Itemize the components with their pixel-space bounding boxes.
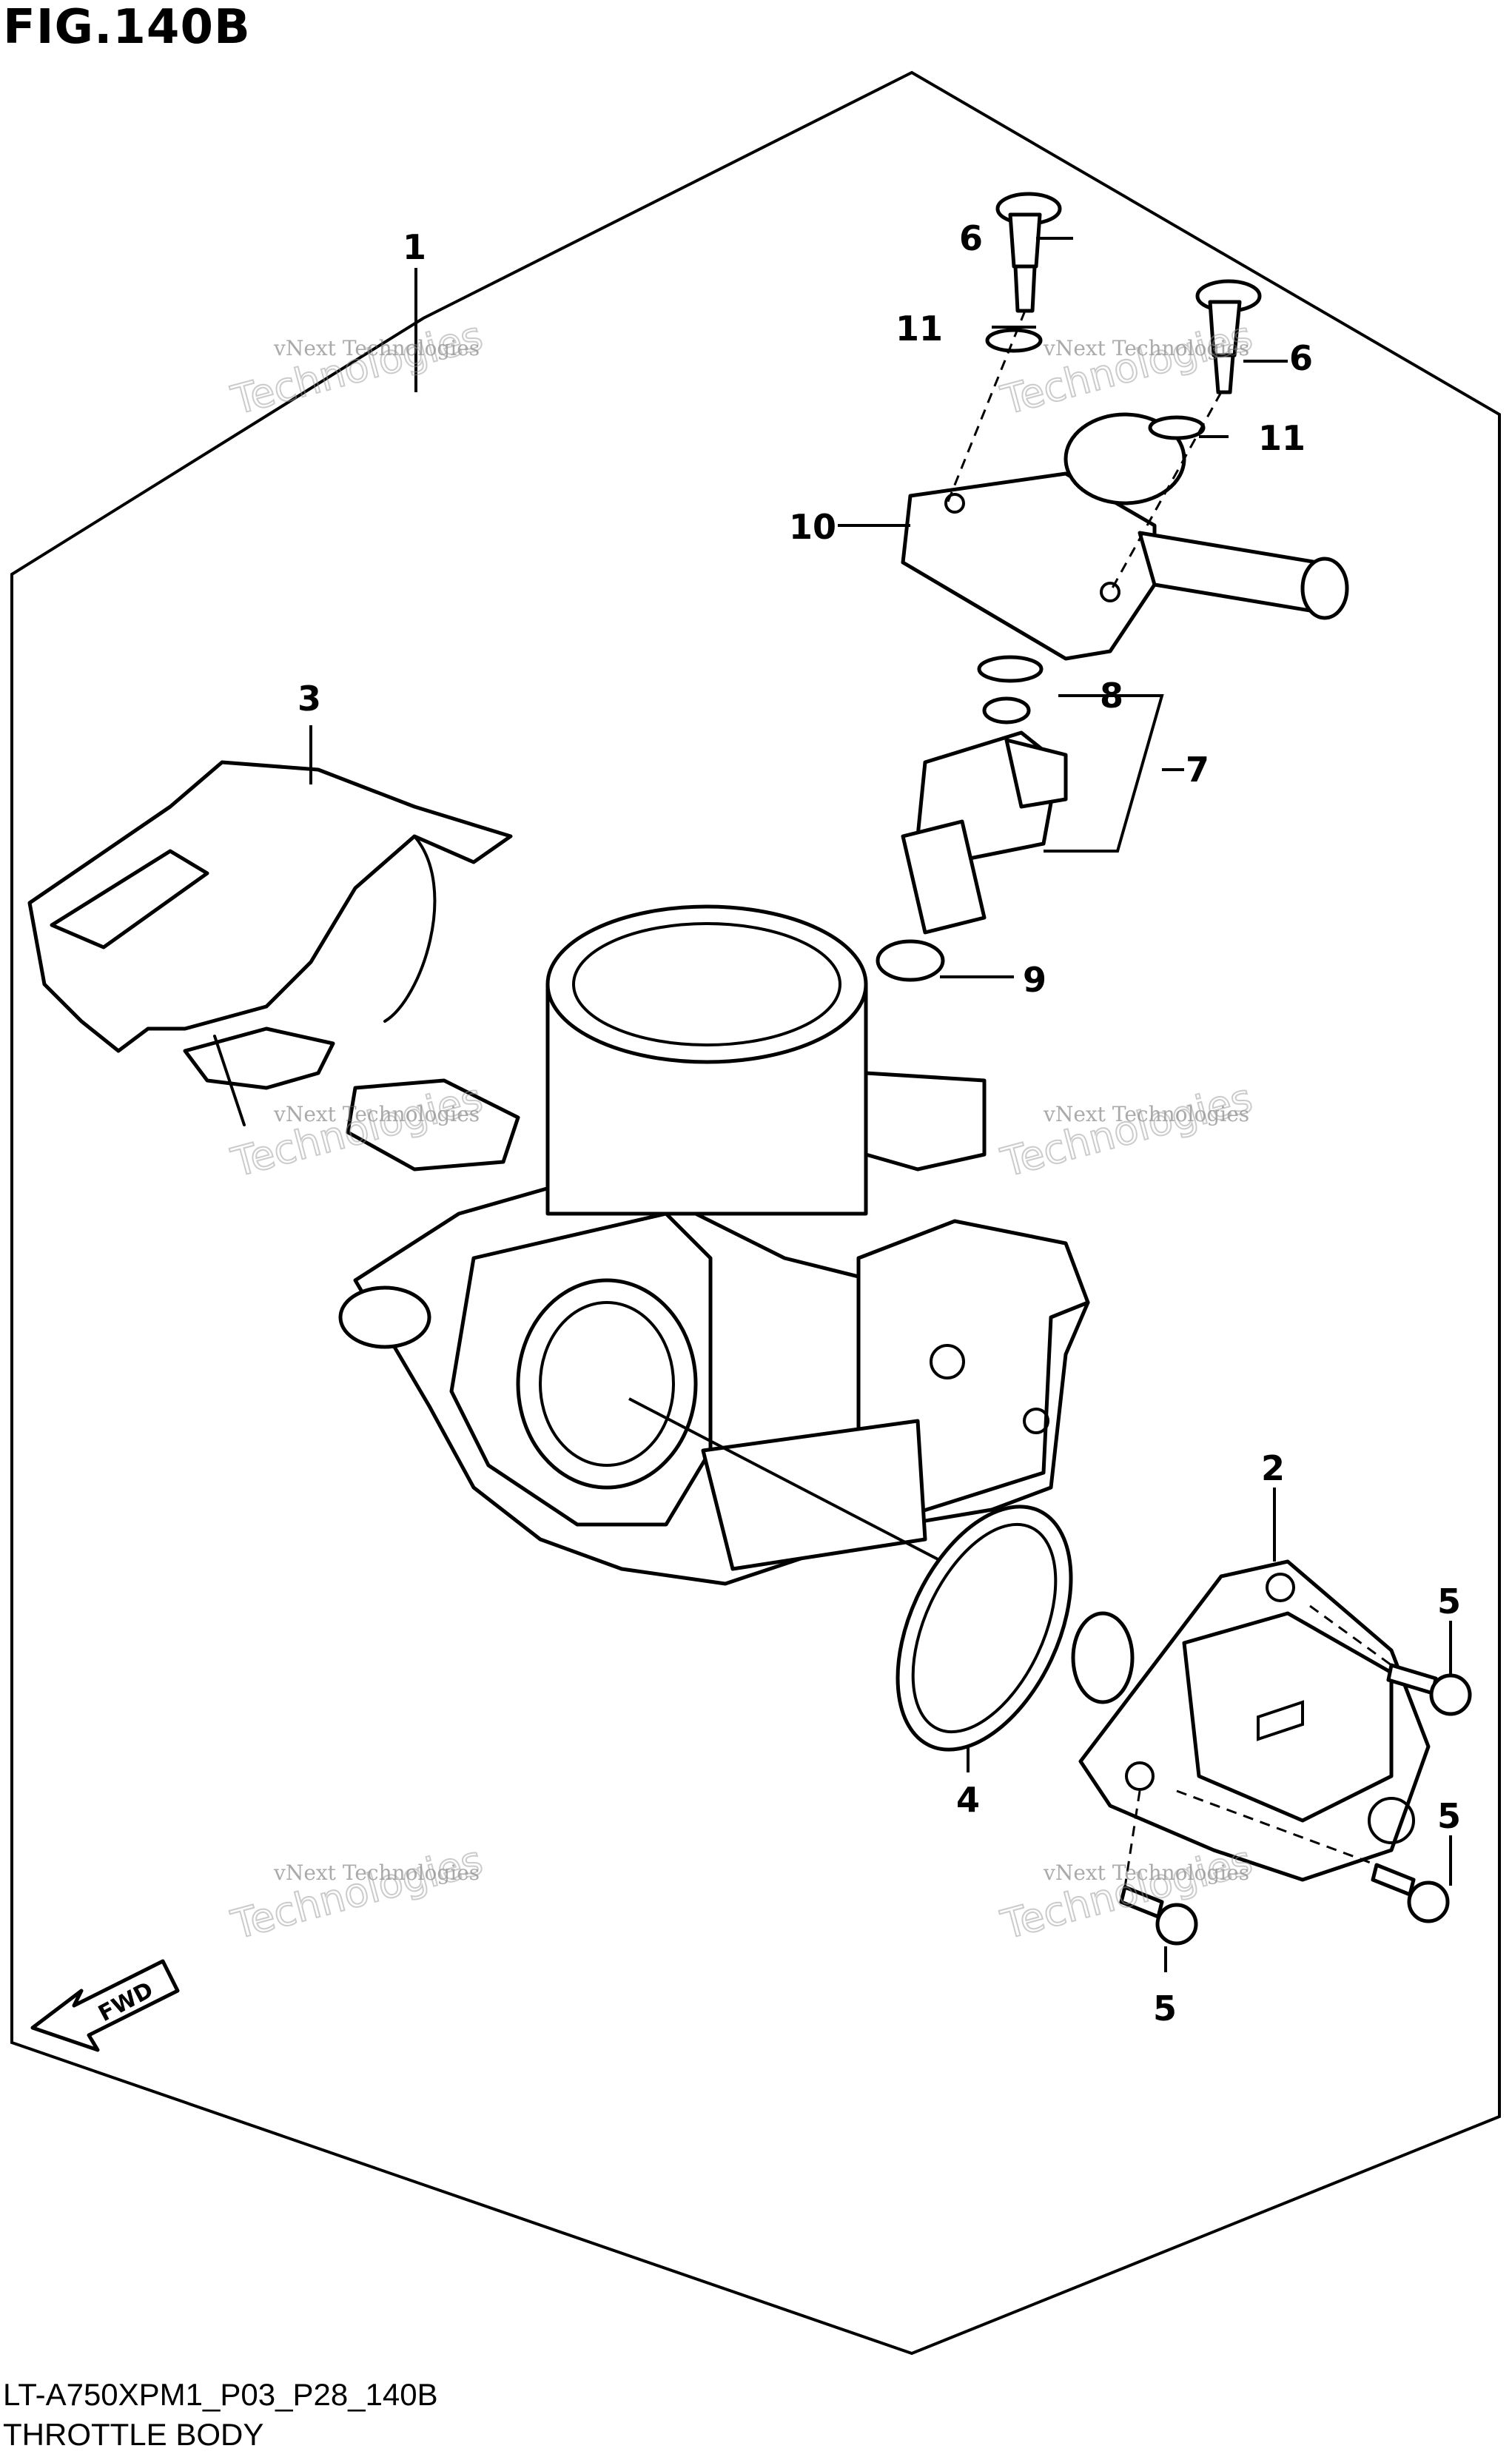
figure-title: FIG.140B [3, 0, 251, 55]
callout-7: 7 [1186, 750, 1209, 790]
diagram-code: LT-A750XPM1_P03_P28_140B [3, 2377, 438, 2412]
cushion-seal-part-9 [876, 939, 945, 982]
svg-text:vNext Technologies: vNext Technologies [1043, 1861, 1249, 1885]
throttle-body-part-1 [338, 904, 1090, 1593]
svg-text:vNext Technologies: vNext Technologies [1043, 336, 1249, 360]
leader-line [992, 237, 1073, 329]
callout-9: 9 [1023, 960, 1046, 1000]
callout-4: 4 [956, 1780, 980, 1820]
fwd-arrow: FWD [30, 1959, 180, 2052]
callout-2: 2 [1261, 1448, 1285, 1488]
svg-text:vNext Technologies: vNext Technologies [273, 1861, 480, 1885]
fuel-injector-part-7 [901, 696, 1068, 935]
callout-5b: 5 [1437, 1796, 1461, 1836]
assembly-boundary [10, 70, 1501, 2356]
screw-part-6-a [995, 192, 1062, 313]
callout-10: 10 [789, 507, 836, 547]
assembly-line [1109, 391, 1223, 593]
fuel-delivery-pipe-part-10 [901, 412, 1349, 661]
bolt-part-5-c [1119, 1885, 1198, 1946]
callout-1: 1 [403, 227, 426, 267]
svg-text:vNext Technologies: vNext Technologies [273, 1102, 480, 1126]
callout-11b: 11 [1258, 418, 1306, 458]
svg-text:Technologies: Technologies [996, 1837, 1257, 1949]
screw-part-6-b [1195, 279, 1262, 394]
callout-5c: 5 [1153, 1989, 1177, 2029]
svg-text:Technologies: Technologies [996, 1075, 1257, 1186]
callout-3: 3 [298, 679, 321, 719]
washer-part-11-a [985, 328, 1043, 353]
o-ring-part-8 [977, 655, 1044, 683]
callout-8: 8 [1100, 676, 1123, 716]
callout-11a: 11 [896, 309, 943, 349]
leader-line [1044, 694, 1164, 853]
throttle-position-sensor-part-2 [1071, 1559, 1431, 1882]
svg-text:vNext Technologies: vNext Technologies [273, 336, 480, 360]
leader-line [1199, 360, 1288, 438]
diagram-caption: THROTTLE BODY [3, 2417, 264, 2452]
gasket-o-ring-part-4 [896, 1505, 1073, 1752]
washer-part-11-b [1148, 415, 1206, 440]
callout-5a: 5 [1437, 1582, 1461, 1621]
svg-text:Technologies: Technologies [226, 312, 487, 424]
cover-bracket-part-3 [27, 760, 513, 1126]
svg-text:vNext Technologies: vNext Technologies [1043, 1102, 1249, 1126]
callout-6a: 6 [959, 218, 983, 258]
assembly-line [1123, 1790, 1141, 1888]
svg-text:Technologies: Technologies [226, 1837, 487, 1949]
callout-6b: 6 [1289, 338, 1313, 378]
bolt-part-5-b [1371, 1863, 1450, 1923]
